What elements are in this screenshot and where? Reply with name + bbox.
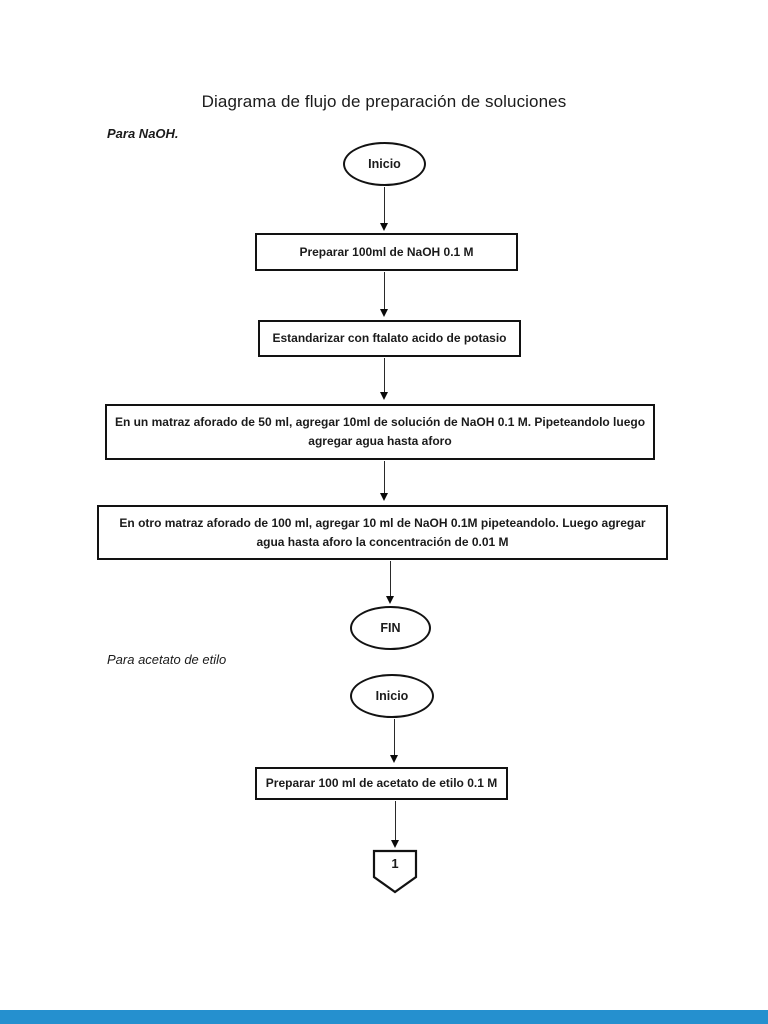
- process-step-naoh-3-label: En un matraz aforado de 50 ml, agregar 1…: [114, 415, 646, 448]
- start-terminator-naoh: Inicio: [343, 142, 426, 186]
- off-page-connector-shape: [372, 849, 418, 894]
- process-step-acetato-1-label: Preparar 100 ml de acetato de etilo 0.1 …: [265, 776, 498, 791]
- process-step-naoh-4: En otro matraz aforado de 100 ml, agrega…: [97, 505, 668, 560]
- section-label-naoh: Para NaOH.: [107, 126, 179, 141]
- flow-arrow: [389, 719, 398, 763]
- process-step-naoh-4-label: En otro matraz aforado de 100 ml, agrega…: [119, 515, 646, 549]
- page-title: Diagrama de flujo de preparación de solu…: [201, 92, 567, 111]
- process-step-naoh-1-label: Preparar 100ml de NaOH 0.1 M: [299, 244, 474, 259]
- end-terminator-naoh: FIN: [350, 606, 431, 650]
- process-step-acetato-1: Preparar 100 ml de acetato de etilo 0.1 …: [255, 767, 508, 800]
- flow-arrow: [379, 461, 388, 501]
- process-step-naoh-1: Preparar 100ml de NaOH 0.1 M: [255, 233, 518, 271]
- flow-arrow: [379, 272, 388, 317]
- start-terminator-acetato: Inicio: [350, 674, 434, 718]
- process-step-naoh-3: En un matraz aforado de 50 ml, agregar 1…: [105, 404, 655, 460]
- start-terminator-acetato-label: Inicio: [375, 689, 409, 703]
- process-step-naoh-2-label: Estandarizar con ftalato acido de potasi…: [272, 331, 507, 346]
- start-terminator-naoh-label: Inicio: [368, 157, 401, 171]
- flow-arrow: [390, 801, 399, 848]
- end-terminator-naoh-label: FIN: [380, 621, 401, 635]
- flow-arrow: [379, 358, 388, 400]
- process-step-naoh-2: Estandarizar con ftalato acido de potasi…: [258, 320, 521, 357]
- section-label-acetato: Para acetato de etilo: [107, 652, 227, 667]
- viewer-footer-bar: [0, 1010, 768, 1024]
- off-page-connector-label: 1: [391, 856, 399, 871]
- flow-arrow: [385, 561, 394, 604]
- flow-arrow: [379, 187, 388, 231]
